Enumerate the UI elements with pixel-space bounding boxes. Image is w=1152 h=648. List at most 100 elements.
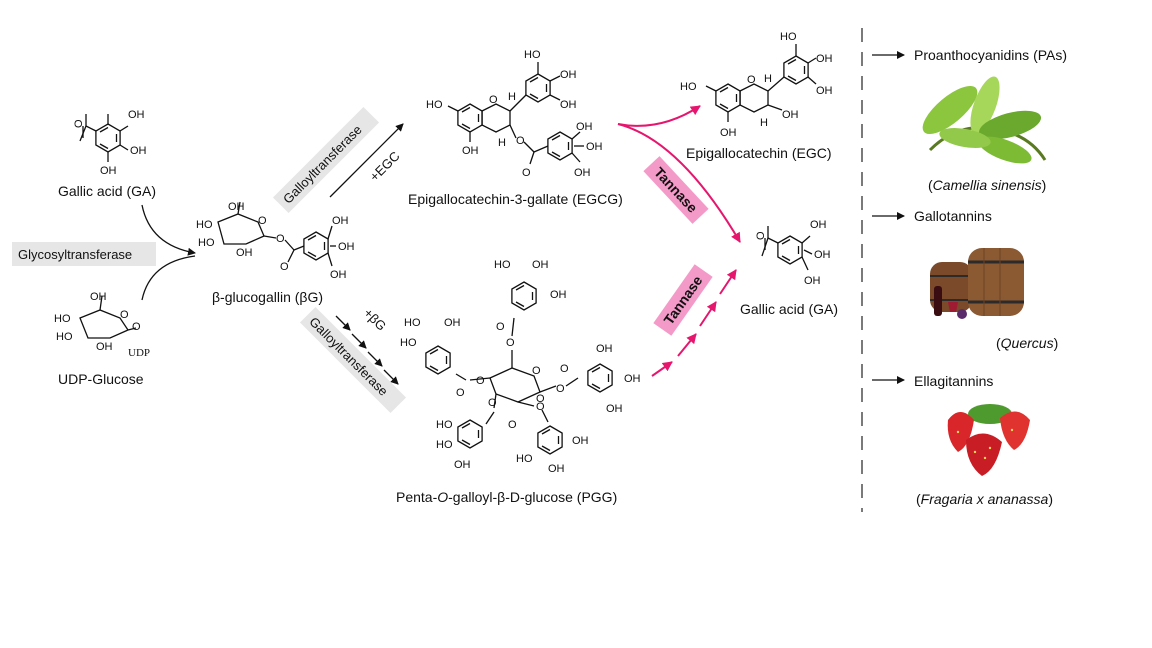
atom-oh: OH (574, 167, 591, 179)
tannase-top-label: Tannase (651, 164, 701, 216)
atom-oh: OH (550, 289, 567, 301)
arrow-egcg-to-ga (617, 123, 741, 243)
atom-oh: OH (236, 247, 253, 259)
arrow-udp-to-bg (141, 255, 196, 301)
product-pas-label: Proanthocyanidins (PAs) (914, 47, 1067, 63)
atom-oh: OH (330, 269, 347, 281)
atom-oh: OH (548, 463, 565, 475)
atom-h: H (498, 137, 506, 149)
atom-udp: UDP (128, 347, 150, 359)
cofactor-egc: +EGC (367, 148, 403, 184)
egc-structure: HO OH OH HO OH O H H OH (680, 31, 833, 139)
atom-o: O (258, 215, 267, 227)
atom-oh: OH (228, 201, 245, 213)
atom-oh: OH (338, 241, 355, 253)
atom-o: O (536, 393, 545, 405)
atom-oh: OH (444, 317, 461, 329)
pgg-structure: O O O HO OH OH O O HO OH HO O O OH OH OH… (400, 259, 641, 475)
atom-oh: OH (814, 249, 831, 261)
atom-oh: OH (128, 109, 145, 121)
arrow-egcg-to-egc (617, 105, 701, 127)
atom-oh: OH (100, 165, 117, 177)
atom-ho: HO (780, 31, 797, 43)
atom-o: O (276, 233, 285, 245)
atom-o: O (73, 119, 85, 128)
atom-oh: OH (804, 275, 821, 287)
atom-o: O (532, 365, 541, 377)
oak-barrel-icon (930, 248, 1024, 319)
atom-ho: HO (400, 337, 417, 349)
product-ellagitannins-label: Ellagitannins (914, 373, 993, 389)
galloyltransferase-bottom-box (299, 306, 407, 414)
arrow-ga-to-bg (141, 204, 196, 256)
atom-o: O (560, 363, 569, 375)
atom-ho: HO (436, 439, 453, 451)
product-gallotannins-source: (Quercus) (996, 335, 1058, 351)
atom-o: O (489, 94, 498, 106)
atom-ho: HO (516, 453, 533, 465)
tea-leaves-icon (922, 76, 1047, 164)
atom-o: O (280, 261, 289, 273)
atom-o: O (456, 387, 465, 399)
atom-o: O (506, 337, 515, 349)
tannase-top-box (643, 156, 709, 224)
atom-oh: OH (560, 99, 577, 111)
atom-oh: OH (810, 219, 827, 231)
cofactor-bg: +βG (361, 305, 389, 333)
strawberry-icon (947, 404, 1030, 476)
atom-oh: OH (596, 343, 613, 355)
atom-oh: OH (332, 215, 349, 227)
atom-o: O (556, 383, 565, 395)
label-udp-glucose: UDP-Glucose (58, 371, 144, 387)
atom-ho: HO (54, 313, 71, 325)
atom-oh: OH (130, 145, 147, 157)
arrow-bg-to-egcg (329, 123, 404, 198)
atom-h: H (760, 117, 768, 129)
atom-oh: OH (816, 85, 833, 97)
glycosyltransferase-label: Glycosyltransferase (18, 247, 132, 262)
stepwise-arrows-bg (335, 315, 399, 385)
atom-oh: OH (454, 459, 471, 471)
atom-oh: OH (560, 69, 577, 81)
label-gallic-acid-end: Gallic acid (GA) (740, 301, 838, 317)
atom-ho: HO (426, 99, 443, 111)
atom-oh: OH (720, 127, 737, 139)
egcg-structure: HO OH OH HO OH O H H O O OH OH OH (426, 49, 603, 179)
atom-oh: OH (606, 403, 623, 415)
product-pas-source: (Camellia sinensis) (928, 177, 1046, 193)
atom-oh: OH (816, 53, 833, 65)
atom-o: O (755, 231, 767, 240)
atom-o: O (120, 309, 129, 321)
atom-ho: HO (436, 419, 453, 431)
atom-oh: OH (782, 109, 799, 121)
label-beta-glucogallin: β-glucogallin (βG) (212, 289, 323, 305)
atom-ho: HO (404, 317, 421, 329)
atom-oh: OH (624, 373, 641, 385)
gallic-acid-structure-end: O OH OH OH (755, 219, 831, 287)
atom-o: O (522, 167, 531, 179)
product-ellagitannins-source: (Fragaria x ananassa) (916, 491, 1053, 507)
label-egc: Epigallocatechin (EGC) (686, 145, 832, 161)
beta-glucogallin-structure: OH HO HO OH O O O OH OH OH (196, 201, 355, 281)
gallic-acid-structure-start: O OH OH OH (73, 109, 147, 177)
label-egcg: Epigallocatechin-3-gallate (EGCG) (408, 191, 623, 207)
label-pgg: Penta-O-galloyl-β-D-glucose (PGG) (396, 489, 617, 505)
atom-oh: OH (90, 291, 107, 303)
udp-glucose-structure: OH HO HO OH O O UDP (54, 291, 150, 359)
atom-oh: OH (586, 141, 603, 153)
atom-o: O (536, 401, 545, 413)
arrows-pgg-to-ga (651, 269, 737, 377)
atom-o: O (516, 135, 525, 147)
atom-o: O (132, 321, 141, 333)
label-gallic-acid-start: Gallic acid (GA) (58, 183, 156, 199)
atom-ho: HO (680, 81, 697, 93)
atom-ho: HO (198, 237, 215, 249)
galloyltransferase-top-box (272, 106, 380, 214)
atom-oh: OH (532, 259, 549, 271)
atom-o: O (496, 321, 505, 333)
atom-ho: HO (56, 331, 73, 343)
atom-oh: OH (96, 341, 113, 353)
atom-h: H (764, 73, 772, 85)
atom-ho: HO (494, 259, 511, 271)
